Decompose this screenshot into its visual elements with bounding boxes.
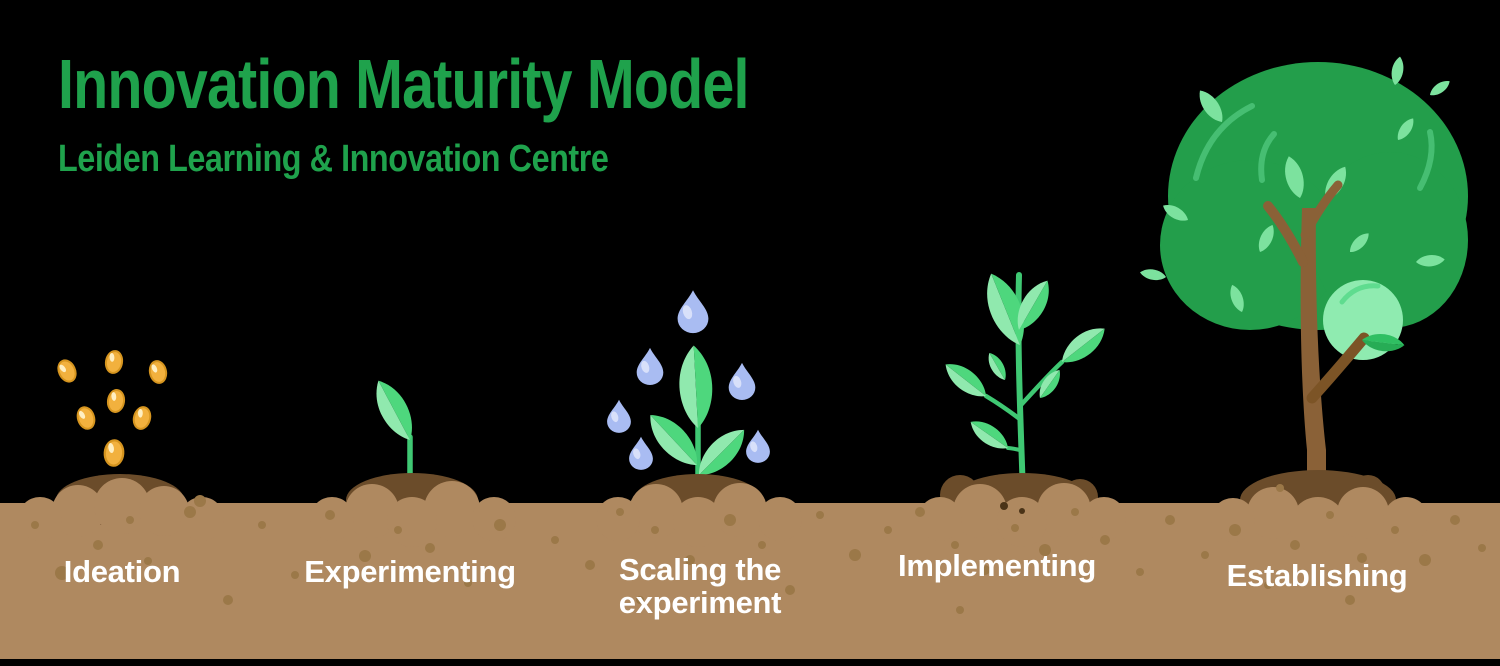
soil-mound — [596, 474, 802, 547]
stage-label-ideation: Ideation — [63, 554, 181, 589]
branch-leaf — [1362, 334, 1405, 352]
soil-mound — [310, 473, 516, 547]
soil-speckles — [31, 484, 1486, 614]
page-subtitle: Leiden Learning & Innovation Centre — [58, 138, 609, 180]
tree-canopy — [1160, 62, 1468, 330]
stage-label-experimenting: Experimenting — [304, 554, 516, 589]
young-plant-icon — [939, 267, 1112, 498]
stage-label-establishing: Establishing — [1226, 558, 1408, 593]
page-title: Innovation Maturity Model — [58, 45, 749, 123]
header: Innovation Maturity Model Leiden Learnin… — [58, 44, 900, 181]
seeds-icon — [54, 348, 170, 468]
tree-trunk — [1263, 180, 1370, 505]
tree-icon — [1139, 55, 1468, 505]
stage-label-scaling: Scaling the experiment — [618, 552, 782, 620]
soil-mound — [918, 473, 1126, 547]
stage-label-implementing: Implementing — [898, 548, 1096, 583]
soil-mound — [18, 474, 224, 541]
canopy-highlight-arcs — [1193, 103, 1435, 305]
